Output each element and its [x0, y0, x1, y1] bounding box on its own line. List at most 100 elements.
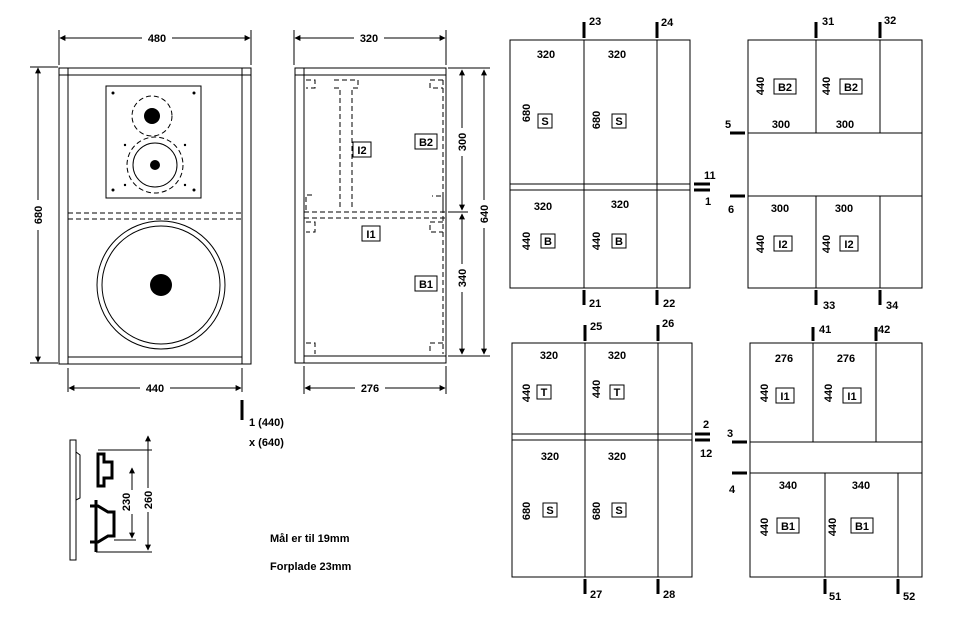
label-box [537, 113, 553, 129]
corner-brace [429, 342, 443, 354]
panel-height: 440 [755, 235, 767, 253]
driver-detail: 230 260 [69, 435, 155, 561]
partition-i2-right [334, 79, 359, 210]
screw-hole [111, 91, 115, 95]
front-width-top-label: 480 [148, 33, 166, 45]
label-box [414, 275, 438, 292]
sheet-4-bottom-mark-b: 52 [903, 591, 915, 603]
panel-height: 440 [591, 380, 603, 398]
sheet-3-right-mark-b: 12 [700, 448, 712, 460]
panel-width: 300 [836, 119, 854, 131]
label-box [414, 133, 438, 150]
panel-height: 440 [521, 232, 533, 250]
screw-hole [192, 188, 196, 192]
label-box [352, 141, 372, 158]
sheet-2-bottom-mark-b: 34 [886, 300, 899, 312]
note-line-1: Mål er til 19mm [270, 533, 350, 545]
panel-width: 320 [608, 49, 626, 61]
corner-brace [432, 195, 444, 210]
panel-label: I1 [780, 391, 789, 403]
label-box [540, 233, 556, 249]
panel-width: 276 [775, 353, 793, 365]
panel-height: 680 [591, 111, 603, 129]
front-width-bottom-label: 440 [146, 383, 164, 395]
side-label-b2: B2 [419, 137, 433, 149]
panel-width: 300 [772, 119, 790, 131]
side-height-lower-label: 340 [457, 269, 469, 287]
sheet-outline [747, 39, 923, 289]
panel-width: 340 [779, 480, 797, 492]
panel-width: 300 [771, 203, 789, 215]
sheet-2-left-mark-a: 5 [725, 119, 731, 131]
front-cabinet-outline [58, 67, 252, 365]
side-view: 320 I2 B2 I1 B1 300 [293, 30, 491, 395]
label-box [850, 517, 874, 534]
panel-width: 340 [852, 480, 870, 492]
label-box [773, 78, 797, 95]
side-label-b1: B1 [419, 279, 433, 291]
panel-height: 440 [827, 518, 839, 536]
panel-label: B1 [781, 521, 795, 533]
label-box [839, 235, 859, 252]
sheet-1-top-mark-b: 24 [661, 17, 674, 29]
legend: 1 (440) x (640) [240, 400, 284, 449]
side-cabinet-outline [294, 67, 447, 364]
legend-line-1: 1 (440) [249, 417, 284, 429]
label-box [842, 387, 862, 404]
sheet-1-right-mark-b: 1 [705, 196, 711, 208]
sheet-3-top-mark-a: 25 [590, 321, 602, 333]
panel-height: 440 [823, 384, 835, 402]
panel-height: 440 [759, 518, 771, 536]
driver-dim-230: 230 [121, 493, 133, 511]
label-box [775, 387, 795, 404]
partition-i2-left [334, 87, 341, 210]
sheet-4: 41 42 51 52 3 4 276 440 I1 276 440 I1 34… [727, 324, 923, 603]
sheet-4-top-mark-b: 42 [878, 324, 890, 336]
panel-label: B [544, 236, 552, 248]
sheet-4-bottom-mark-a: 51 [829, 591, 841, 603]
sheet-4-left-mark-a: 3 [727, 428, 733, 440]
tweeter-panel [105, 85, 202, 199]
legend-line-2: x (640) [249, 437, 284, 449]
label-box [611, 113, 627, 129]
sheet-outline [509, 39, 691, 289]
label-box [773, 235, 793, 252]
midrange-icon [150, 160, 160, 170]
sheet-2-left-mark-b: 6 [728, 204, 734, 216]
panel-height: 440 [821, 235, 833, 253]
tweeter-icon [144, 108, 160, 124]
side-label-i2: I2 [357, 145, 366, 157]
panel-label: B1 [855, 521, 869, 533]
panel-width: 276 [837, 353, 855, 365]
midrange-section-icon [96, 452, 114, 488]
midrange-recess [126, 136, 184, 194]
panel-label: B2 [844, 82, 858, 94]
side-width-bottom-label: 276 [361, 383, 379, 395]
sheet-3-top-mark-b: 26 [662, 318, 674, 330]
front-view: 480 680 [30, 30, 252, 395]
corner-brace [306, 79, 316, 89]
label-box [611, 502, 627, 518]
sheet-1-bottom-mark-b: 22 [663, 298, 675, 310]
sheet-3-bottom-mark-b: 28 [663, 589, 675, 601]
label-box [839, 78, 863, 95]
sheet-outline [511, 342, 693, 578]
panel-label: T [541, 387, 548, 399]
panel-height: 440 [591, 232, 603, 250]
sheet-outline [749, 342, 923, 578]
label-box [542, 502, 558, 518]
panel-width: 320 [534, 201, 552, 213]
panel-height: 440 [755, 77, 767, 95]
sheet-3-bottom-mark-a: 27 [590, 589, 602, 601]
note-line-2: Forplade 23mm [270, 561, 352, 573]
woofer-cone [101, 225, 221, 345]
panel-label: S [615, 505, 622, 517]
sheet-2-top-mark-a: 31 [822, 16, 834, 28]
panel-label: B2 [778, 82, 792, 94]
panel-width: 320 [608, 451, 626, 463]
baffle-cutout [75, 451, 81, 501]
screw-hole [192, 91, 196, 95]
screw-hole [123, 143, 127, 147]
screw-hole [183, 143, 187, 147]
side-label-i1: I1 [366, 229, 375, 241]
